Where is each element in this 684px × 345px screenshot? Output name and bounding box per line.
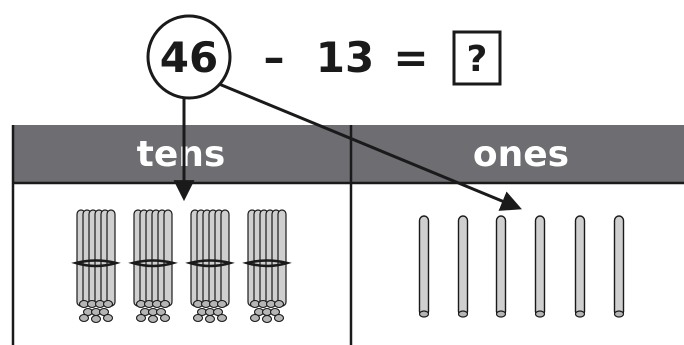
rod: [574, 215, 586, 318]
answer-placeholder: ?: [467, 39, 488, 80]
bundle-band: [242, 259, 292, 268]
ones-rods: [418, 215, 625, 318]
bundle-rod-ends: [78, 299, 114, 324]
bundle-rod: [106, 209, 116, 307]
bundle-rod: [163, 209, 173, 307]
bundle-rod: [220, 209, 230, 307]
bundle-rod-ends: [135, 299, 171, 324]
bundle-rod-ends: [192, 299, 228, 324]
bundle-rod: [277, 209, 287, 307]
bundle-rod-ends: [249, 299, 285, 324]
arrow-to-ones: [218, 82, 522, 211]
subtrahend-value: 13: [316, 33, 374, 82]
tens-column-header: tens: [137, 134, 226, 175]
tens-bundle: [71, 209, 121, 324]
rod: [457, 215, 469, 318]
minuend-value: 46: [160, 33, 218, 82]
answer-box: [452, 30, 502, 86]
bundle-band: [185, 259, 235, 268]
equals-sign: =: [393, 33, 428, 82]
bundle-band: [128, 259, 178, 268]
rod: [418, 215, 430, 318]
tens-bundles: [71, 209, 292, 324]
chart-header-band: [12, 125, 684, 183]
minuend-circle: [146, 14, 232, 100]
rod: [495, 215, 507, 318]
tens-bundle: [185, 209, 235, 324]
tens-bundle: [128, 209, 178, 324]
place-value-chart: tens ones: [11, 125, 684, 345]
rod: [613, 215, 625, 318]
arrows: [173, 82, 522, 211]
equation: 46 – 13 = ?: [146, 14, 502, 100]
ones-column-header: ones: [473, 134, 569, 175]
rod: [534, 215, 546, 318]
tens-bundle: [242, 209, 292, 324]
bundle-band: [71, 259, 121, 268]
minus-sign: –: [264, 33, 285, 82]
